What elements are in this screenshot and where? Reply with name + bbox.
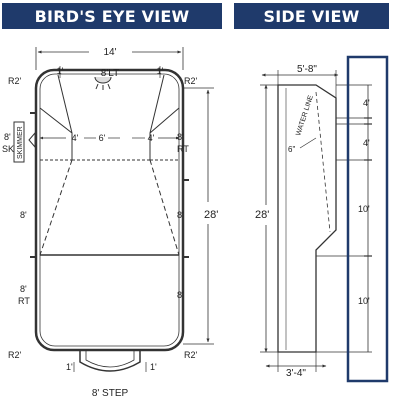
right-upper-rt-label: RT — [177, 144, 189, 154]
light-icon — [94, 76, 112, 84]
bottom-inset-right-label: 1' — [150, 362, 157, 372]
hopper-slope — [149, 159, 180, 256]
light-label: 8'LT — [101, 68, 119, 79]
light-ray — [95, 83, 99, 90]
slope-line — [57, 74, 73, 134]
water-line-slope — [315, 91, 331, 233]
slope-line — [149, 74, 165, 134]
inner-left-label: 4' — [72, 133, 79, 143]
depth-2-label: 4' — [363, 138, 370, 148]
depth-highlight-box — [346, 55, 389, 383]
corner-radius-top-right: R2' — [184, 76, 198, 86]
slope-line — [149, 107, 180, 134]
depth-3-label: 10' — [358, 204, 370, 214]
skimmer-box — [13, 121, 25, 163]
skimmer-depth-label: 8' — [4, 132, 11, 142]
step-outline — [79, 350, 141, 372]
water-line-label: WATER LINE — [295, 94, 315, 136]
step-label: 8' STEP — [92, 388, 129, 399]
pool-outline — [34, 68, 185, 352]
corner-radius-bottom-left: R2' — [8, 350, 22, 360]
light-ray — [107, 83, 111, 90]
bottom-inset-left-label: 1' — [66, 362, 73, 372]
skimmer-sk-label: SK — [2, 144, 14, 154]
step-inner — [85, 350, 135, 368]
pool-width-label: 14' — [103, 47, 116, 58]
inner-right-label: 4' — [148, 133, 155, 143]
water-line-leader — [299, 137, 317, 149]
left-lower-depth-label: 8' — [20, 284, 27, 294]
depth-4-label: 10' — [358, 296, 370, 306]
right-middle-depth-label: 8' — [177, 210, 184, 220]
step-inset-right-label: 1' — [157, 66, 164, 76]
left-middle-depth-label: 8' — [20, 210, 27, 220]
skimmer-icon — [28, 131, 36, 149]
birds-eye-view — [13, 47, 214, 372]
corner-radius-top-left: R2' — [8, 76, 22, 86]
right-upper-depth-label: 8' — [177, 132, 184, 142]
hopper-slope — [39, 159, 73, 256]
pool-inner-outline — [39, 73, 180, 347]
right-lower-depth-label: 8' — [177, 290, 184, 300]
side-length-label: 28' — [255, 209, 269, 221]
step-inset-left-label: 1' — [57, 66, 64, 76]
skimmer-label: SKIMMER — [17, 126, 24, 159]
pool-length-label: 28' — [204, 209, 218, 221]
left-lower-rt-label: RT — [18, 296, 30, 306]
pool-profile — [277, 84, 337, 353]
side-bottom-width-label: 3'-4" — [286, 368, 306, 379]
side-view — [260, 70, 372, 372]
depth-1-label: 4' — [363, 98, 370, 108]
inner-center-label: 6' — [99, 133, 106, 143]
birds-eye-view-title: BIRD'S EYE VIEW — [2, 3, 222, 29]
slope-line — [39, 107, 73, 134]
corner-radius-bottom-right: R2' — [184, 350, 198, 360]
side-view-title: SIDE VIEW — [234, 3, 389, 29]
side-top-width-label: 5'-8" — [297, 64, 317, 75]
water-line-mark-label: 6" — [288, 145, 295, 154]
